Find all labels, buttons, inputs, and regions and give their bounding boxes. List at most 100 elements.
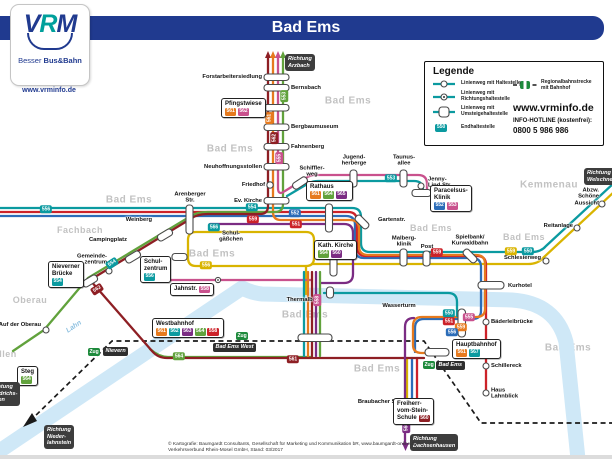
line-badge: 558 [207,328,219,336]
stop-box-label: Brücke [52,270,73,277]
stop-marker [124,250,142,264]
direction-badge: Richtung Welschneudorf [584,168,612,186]
copyright-note: © Kartografie: Baumgardt Consultants, Ge… [168,442,417,454]
stop-box-label: Nieverner [52,263,80,270]
stop-marker [422,250,431,267]
bottom-strip [0,455,612,459]
stop-marker [482,389,490,397]
line-badge: 553 [280,89,288,103]
stop-marker [42,326,50,334]
stop-label: Friedhof [241,181,265,188]
stop-marker [291,176,309,190]
region-label: Oberau [12,295,48,305]
line-badge: 562 [270,131,278,145]
line-badge: 552 [434,202,446,210]
line-badge: 561 [310,191,322,199]
stop-box-label: Klinik [434,194,451,201]
line-badge: 554 [52,278,64,286]
stop-label: Gartenstr. [378,216,406,223]
stop-box-label: Freiherr- [397,400,422,407]
railway-arrow-icon [23,413,37,427]
region-label: Bad Ems [188,248,236,260]
line-badge: 556 [445,328,459,336]
line-badge: 550 [521,247,535,255]
stop-marker [482,362,490,370]
bus-line [322,291,459,318]
stop-label: Jugend- herberge [341,154,367,167]
stop-label: Schul- gäßchen [219,230,243,243]
stop-label: Weinberg [125,216,152,223]
stop-marker [542,257,550,265]
bus-line [0,214,483,354]
stop-label: Bernsbach [291,84,321,91]
stop-marker [263,83,290,92]
stop-marker [263,123,290,132]
line-badge: 559 [504,247,518,255]
line-badge: 556 [199,261,213,269]
stop-box-label: Kath. Kirche [318,242,354,249]
arrow-down-icon [402,443,409,451]
line-badge: 555 [275,151,283,165]
river-lahn [0,280,586,459]
direction-badge: Richtung Dachsenhausen [410,434,459,452]
stop-box-label: vom-Stein- [397,407,429,414]
stop-marker [263,196,290,205]
line-badge: 564 [172,352,186,360]
line-badge: 566 [207,223,221,231]
stop-marker [462,248,478,264]
line-badge: 564 [322,191,335,199]
line-badge: 551 [442,317,456,325]
stop-label: Bäderleibrücke [491,318,533,325]
stop-marker [598,200,606,208]
line-badge: 555 [462,313,476,321]
line-badge: 562 [89,282,105,296]
stop-box-label: Rathaus [310,183,334,190]
line-badge: 559 [454,323,468,331]
stop-box-label: Schul- [144,258,163,265]
stop-marker [354,214,370,230]
line-badge: 561 [225,108,237,116]
stop-label: Ev. Kirche [234,197,262,204]
stop-label: Schiffler- weg [299,165,325,178]
stop-label: Kurhotel [508,282,532,289]
line-badge: 554 [245,203,259,211]
stop-label: Abzw. Schöne Aussicht [574,187,599,207]
stop-label: Forstarbeitersiedlung [202,73,262,80]
zug-badge: Zug [423,361,436,369]
line-badge: 552 [288,209,302,217]
stop-marker [263,73,290,82]
line-badge: 562 [237,108,250,116]
stop-label: Neuhoffnungsstollen [204,163,262,170]
line-badge: 551 [289,220,303,228]
line-badge: 553 [446,202,459,210]
stop-marker [325,286,335,299]
river-path [0,280,586,459]
stop-box-label: zentrum [144,265,168,272]
direction-badge: Richtung Arzbach [285,54,315,72]
stop-label: Bergbaumuseum [291,123,339,130]
direction-badge: Richtung Friedrichs- segen [0,382,21,406]
region-label: Bad Ems [324,95,372,107]
line-badge: 561 [156,328,168,336]
region-label: llen [0,349,17,359]
line-badge: 558 [313,293,321,307]
stop-box-label: Pfingstwiese [225,100,262,107]
stop-label: Haus Lahnblick [491,387,519,400]
copyright-line: Verkehrsverbund Rhein-Mosel GmbH, Stand:… [168,448,283,454]
bus-line [88,56,426,360]
stop-marker [482,318,490,326]
rail-station-badge: Bad Ems [436,361,465,370]
arrow-up-icon [280,51,286,58]
arrow-up-icon [275,51,281,58]
stop-label: Post [420,243,434,250]
stop-box-label: Steg [21,368,35,375]
